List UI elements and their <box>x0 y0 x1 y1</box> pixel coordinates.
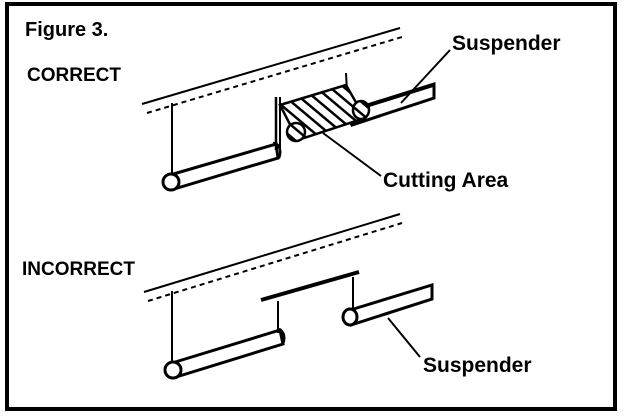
correct-diagram <box>141 27 451 192</box>
incorrect-diagram <box>143 213 434 380</box>
incorrect-label: INCORRECT <box>22 259 135 280</box>
correct-support-line <box>141 27 401 105</box>
suspender-label-bottom: Suspender <box>423 354 532 377</box>
cutting-area-box <box>278 83 371 143</box>
suspender-bottom-leader-line <box>387 317 421 358</box>
figure-frame <box>5 2 617 411</box>
correct-left-suspender-tube <box>161 141 282 192</box>
incorrect-cut-bar <box>260 270 360 302</box>
incorrect-support-dashed-line <box>147 222 403 302</box>
suspender-top-leader-line <box>400 49 451 104</box>
correct-label: CORRECT <box>27 65 121 86</box>
incorrect-right-suspender-tube <box>341 282 434 327</box>
cutting-area-label: Cutting Area <box>383 169 509 192</box>
figure-title: Figure 3. <box>25 19 108 41</box>
suspender-label-top: Suspender <box>452 32 561 55</box>
incorrect-left-suspender-tube <box>163 327 286 380</box>
cutting-area-leader-line <box>322 132 382 177</box>
incorrect-support-line <box>143 213 401 293</box>
